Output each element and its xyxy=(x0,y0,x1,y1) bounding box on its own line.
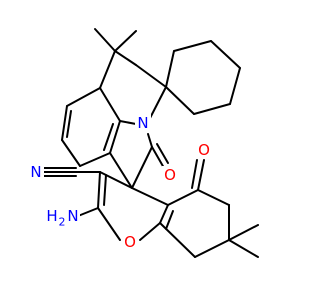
bond xyxy=(97,207,121,241)
bond xyxy=(159,204,169,224)
nitrogen-atom-label: N xyxy=(137,114,148,132)
bond xyxy=(109,120,121,154)
label-mask xyxy=(28,163,44,181)
bond-lines xyxy=(41,28,259,258)
bond xyxy=(66,110,72,138)
amino-subscript-label: 2 xyxy=(59,216,66,229)
skeletal-formula: N O O O N H 2 N xyxy=(28,28,259,258)
bond xyxy=(103,123,114,151)
bond xyxy=(79,152,111,167)
bond xyxy=(109,152,133,189)
bond xyxy=(228,224,259,241)
bond xyxy=(151,146,165,169)
bond xyxy=(228,239,259,258)
molecule-canvas: N O O O N H 2 N xyxy=(28,28,259,258)
bond xyxy=(210,40,241,69)
bond xyxy=(94,28,116,52)
label-mask xyxy=(162,166,178,184)
atom-labels: N O O O N H 2 N xyxy=(28,114,212,251)
bond xyxy=(156,143,169,164)
bond xyxy=(61,139,81,167)
oxygen-atom-label: O xyxy=(164,166,176,184)
bond xyxy=(77,207,99,217)
bond xyxy=(114,30,137,52)
bond xyxy=(61,105,68,141)
bond xyxy=(167,189,199,206)
bond xyxy=(114,50,137,66)
bond xyxy=(97,171,101,209)
bond xyxy=(194,239,230,258)
bond xyxy=(66,87,101,107)
bond xyxy=(139,222,161,241)
bond xyxy=(197,189,230,206)
bond xyxy=(173,40,212,52)
oxygen-atom-label: O xyxy=(198,141,210,159)
bond xyxy=(191,159,198,189)
bond xyxy=(165,210,174,230)
amino-hydrogen-label: H xyxy=(46,207,57,225)
amino-nitrogen-label: N xyxy=(67,207,78,225)
bond xyxy=(103,174,107,206)
nitrogen-atom-label: N xyxy=(30,163,41,181)
bond xyxy=(147,133,153,148)
bond xyxy=(193,103,231,115)
bond xyxy=(99,87,121,122)
bond xyxy=(165,50,175,88)
oxygen-atom-label: O xyxy=(124,233,136,251)
bond xyxy=(99,50,116,89)
label-mask xyxy=(46,207,80,227)
bond xyxy=(131,187,169,206)
bond xyxy=(165,86,195,115)
bond xyxy=(119,120,137,125)
bond xyxy=(197,159,205,191)
bond xyxy=(131,146,153,189)
label-mask xyxy=(135,114,151,132)
bond xyxy=(229,67,241,105)
label-mask xyxy=(122,233,138,251)
bond xyxy=(135,64,167,88)
label-mask xyxy=(196,141,212,159)
bond xyxy=(159,222,196,258)
